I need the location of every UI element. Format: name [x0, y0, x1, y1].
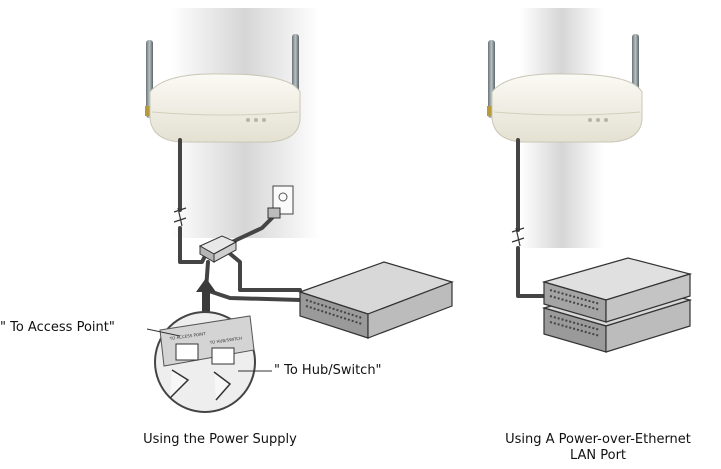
left-panel: TO ACCESS POINT TO HUB/SWITCH [145, 8, 452, 412]
callout-access-point-label: " To Access Point" [0, 320, 115, 335]
network-switch-icon [300, 262, 452, 338]
left-caption: Using the Power Supply [100, 432, 340, 448]
poe-switch-icon [544, 258, 690, 352]
callout-hub-switch-label: " To Hub/Switch" [274, 363, 382, 378]
right-caption-line1: Using A Power-over-Ethernet [476, 432, 720, 448]
right-caption-line2: LAN Port [476, 448, 720, 464]
magnifier-callout-icon: TO ACCESS POINT TO HUB/SWITCH [155, 312, 255, 412]
right-panel [487, 8, 690, 352]
